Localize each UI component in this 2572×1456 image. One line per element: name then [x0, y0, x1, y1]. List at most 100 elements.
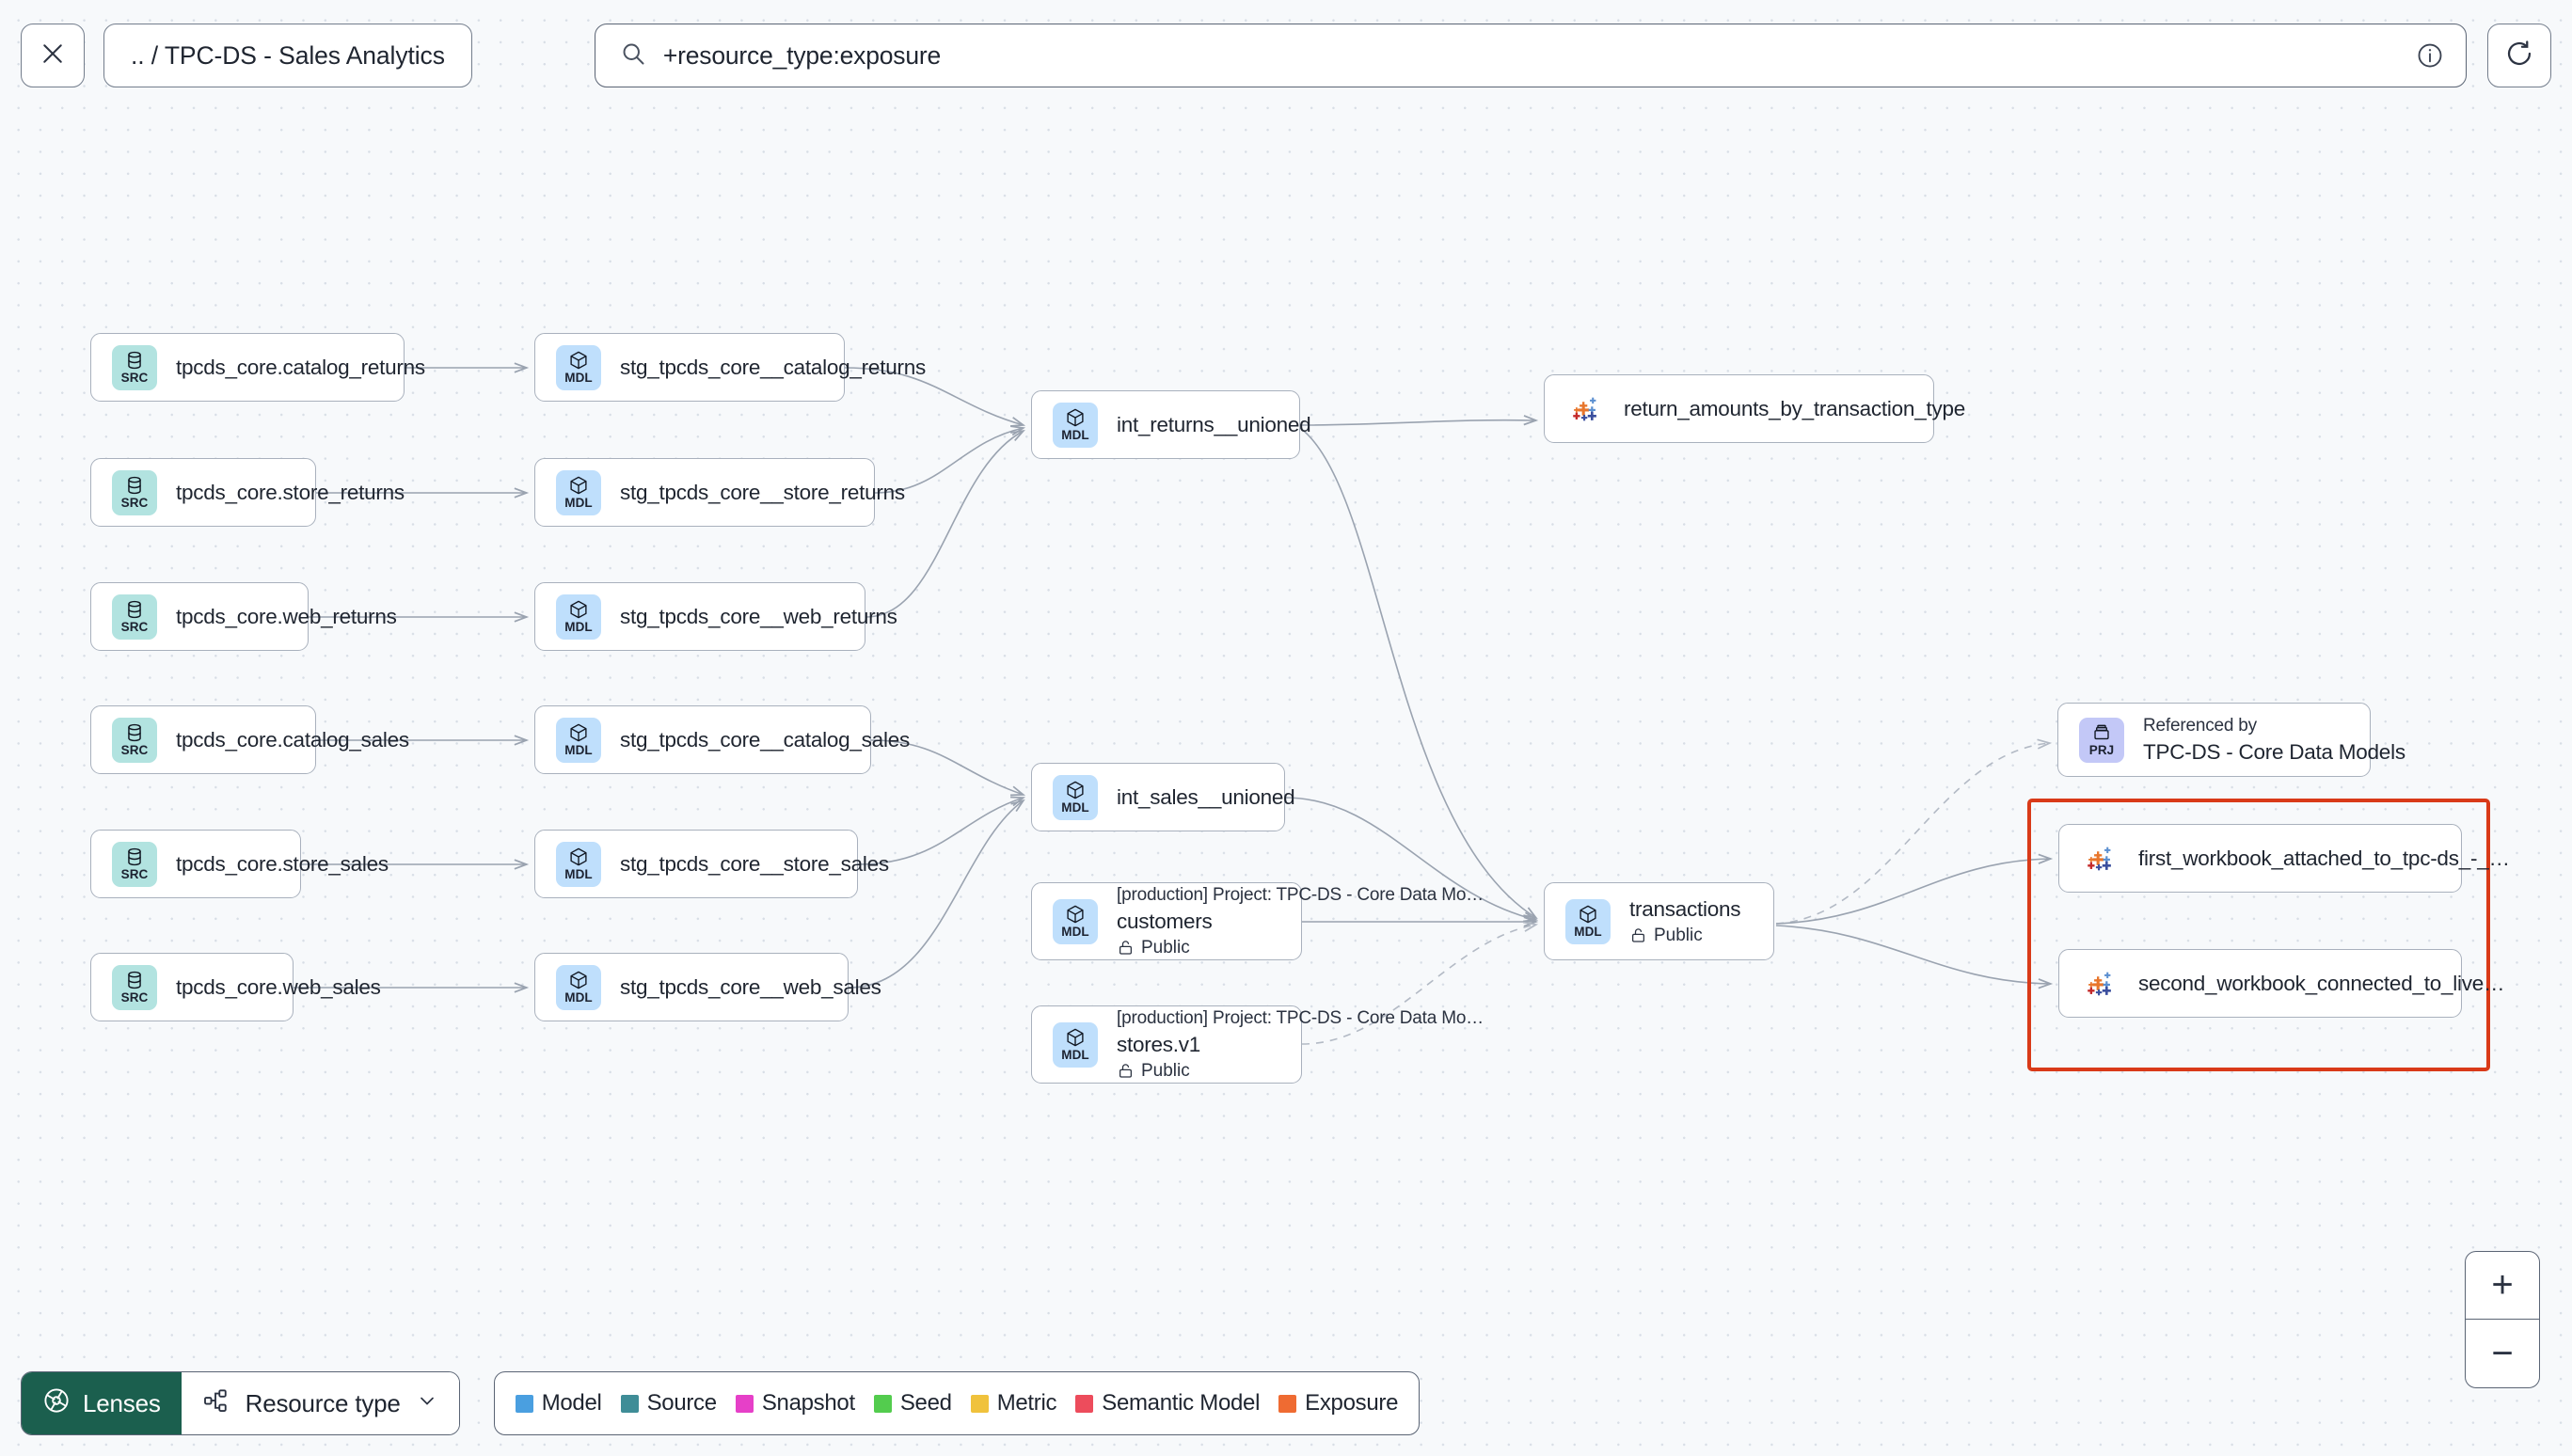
- resource-type-dropdown[interactable]: Resource type: [181, 1372, 459, 1434]
- badge-code: MDL: [1061, 428, 1089, 443]
- node-text-stack: [production] Project: TPC-DS - Core Data…: [1117, 1008, 1484, 1082]
- resource-type-legend: Model Source Snapshot Seed Metric Semant…: [493, 1371, 1421, 1435]
- legend-swatch: [515, 1394, 533, 1413]
- legend-item-snapshot[interactable]: Snapshot: [735, 1390, 855, 1416]
- node-label: transactions: [1629, 896, 1741, 921]
- info-icon[interactable]: [2416, 41, 2444, 70]
- node-privacy: Public: [1117, 1061, 1484, 1082]
- graph-node-first-workbook[interactable]: first_workbook_attached_to_tpc-ds_-_…: [2058, 824, 2510, 893]
- node-label: first_workbook_attached_to_tpc-ds_-_…: [2138, 846, 2510, 870]
- model-badge-icon: MDL: [556, 717, 601, 763]
- graph-node-stg-catalog-sales[interactable]: MDL stg_tpcds_core__catalog_sales: [534, 705, 910, 774]
- badge-code: SRC: [120, 743, 149, 758]
- legend-item-source[interactable]: Source: [620, 1390, 717, 1416]
- node-label: stg_tpcds_core__catalog_returns: [620, 355, 926, 379]
- tableau-icon: [2080, 839, 2120, 878]
- model-badge-icon: MDL: [556, 469, 601, 515]
- lenses-button[interactable]: Lenses: [22, 1372, 182, 1434]
- graph-node-stg-store-returns[interactable]: MDL stg_tpcds_core__store_returns: [534, 458, 905, 527]
- model-badge-icon: MDL: [1053, 774, 1098, 820]
- source-badge-icon: SRC: [112, 593, 157, 640]
- model-badge-icon: MDL: [1053, 898, 1098, 944]
- graph-node-stg-catalog-returns[interactable]: MDL stg_tpcds_core__catalog_returns: [534, 333, 926, 402]
- refresh-button[interactable]: [2487, 24, 2551, 87]
- model-badge-icon: MDL: [556, 964, 601, 1010]
- badge-code: MDL: [1061, 800, 1089, 815]
- graph-node-src-web-returns[interactable]: SRC tpcds_core.web_returns: [90, 582, 397, 651]
- graph-node-return-amounts[interactable]: return_amounts_by_transaction_type: [1544, 374, 1965, 443]
- badge-code: MDL: [1061, 925, 1089, 940]
- legend-label: Semantic Model: [1102, 1390, 1261, 1416]
- source-badge-icon: SRC: [112, 964, 157, 1010]
- legend-item-seed[interactable]: Seed: [873, 1390, 952, 1416]
- legend-item-model[interactable]: Model: [515, 1390, 602, 1416]
- badge-code: SRC: [120, 867, 149, 882]
- graph-node-transactions[interactable]: MDL transactions Public: [1544, 882, 1774, 960]
- graph-node-customers[interactable]: MDL [production] Project: TPC-DS - Core …: [1031, 882, 1484, 960]
- node-label: TPC-DS - Core Data Models: [2143, 739, 2405, 764]
- node-text-stack: Referenced by TPC-DS - Core Data Models: [2143, 716, 2405, 765]
- legend-swatch: [620, 1394, 639, 1413]
- lenses-group: Lenses Resource type: [21, 1371, 460, 1435]
- badge-code: MDL: [564, 990, 593, 1005]
- source-badge-icon: SRC: [112, 717, 157, 763]
- legend-label: Seed: [899, 1390, 952, 1416]
- node-label: tpcds_core.store_sales: [176, 851, 389, 876]
- node-project-path: [production] Project: TPC-DS - Core Data…: [1117, 884, 1484, 905]
- graph-node-referenced-by-project[interactable]: PRJ Referenced by TPC-DS - Core Data Mod…: [2057, 703, 2405, 777]
- node-label: tpcds_core.web_returns: [176, 604, 397, 628]
- legend-label: Exposure: [1305, 1390, 1399, 1416]
- node-label: stores.v1: [1117, 1032, 1201, 1056]
- zoom-in-button[interactable]: +: [2466, 1252, 2539, 1320]
- legend-item-metric[interactable]: Metric: [970, 1390, 1057, 1416]
- zoom-controls: + −: [2465, 1251, 2540, 1388]
- privacy-label: Public: [1141, 1060, 1190, 1081]
- graph-node-stg-web-sales[interactable]: MDL stg_tpcds_core__web_sales: [534, 953, 881, 1021]
- node-privacy: Public: [1629, 926, 1740, 946]
- project-badge-icon: PRJ: [2079, 717, 2124, 763]
- graph-node-second-workbook[interactable]: second_workbook_connected_to_live…: [2058, 949, 2505, 1018]
- node-label: tpcds_core.web_sales: [176, 974, 381, 999]
- legend-swatch: [1075, 1394, 1094, 1413]
- node-label: stg_tpcds_core__store_returns: [620, 480, 905, 504]
- node-project-path: [production] Project: TPC-DS - Core Data…: [1117, 1007, 1484, 1028]
- model-badge-icon: MDL: [1053, 402, 1098, 448]
- badge-code: MDL: [1574, 925, 1602, 940]
- graph-node-src-web-sales[interactable]: SRC tpcds_core.web_sales: [90, 953, 381, 1021]
- breadcrumb[interactable]: .. / TPC-DS - Sales Analytics: [103, 24, 472, 87]
- model-badge-icon: MDL: [556, 841, 601, 887]
- graph-node-src-store-sales[interactable]: SRC tpcds_core.store_sales: [90, 830, 389, 898]
- close-button[interactable]: [21, 24, 85, 87]
- node-label: second_workbook_connected_to_live…: [2138, 971, 2505, 995]
- node-label: stg_tpcds_core__web_sales: [620, 974, 881, 999]
- legend-label: Metric: [996, 1390, 1057, 1416]
- chevron-down-icon: [416, 1389, 438, 1418]
- badge-code: MDL: [564, 620, 593, 635]
- search-input[interactable]: [662, 40, 2441, 71]
- legend-item-exposure[interactable]: Exposure: [1278, 1390, 1398, 1416]
- badge-code: MDL: [1061, 1048, 1089, 1063]
- legend-swatch: [1278, 1394, 1297, 1413]
- zoom-out-button[interactable]: −: [2491, 1332, 2514, 1374]
- legend-item-semantic-model[interactable]: Semantic Model: [1075, 1390, 1260, 1416]
- node-text-stack: [production] Project: TPC-DS - Core Data…: [1117, 885, 1484, 958]
- node-label: stg_tpcds_core__catalog_sales: [620, 727, 910, 752]
- hierarchy-icon: [202, 1386, 230, 1421]
- search-box[interactable]: [594, 24, 2467, 87]
- model-badge-icon: MDL: [556, 593, 601, 640]
- graph-node-stores-v1[interactable]: MDL [production] Project: TPC-DS - Core …: [1031, 1005, 1484, 1084]
- resource-type-label: Resource type: [245, 1388, 401, 1417]
- badge-code: SRC: [120, 620, 149, 635]
- badge-code: MDL: [564, 371, 593, 386]
- source-badge-icon: SRC: [112, 469, 157, 515]
- badge-code: SRC: [120, 371, 149, 386]
